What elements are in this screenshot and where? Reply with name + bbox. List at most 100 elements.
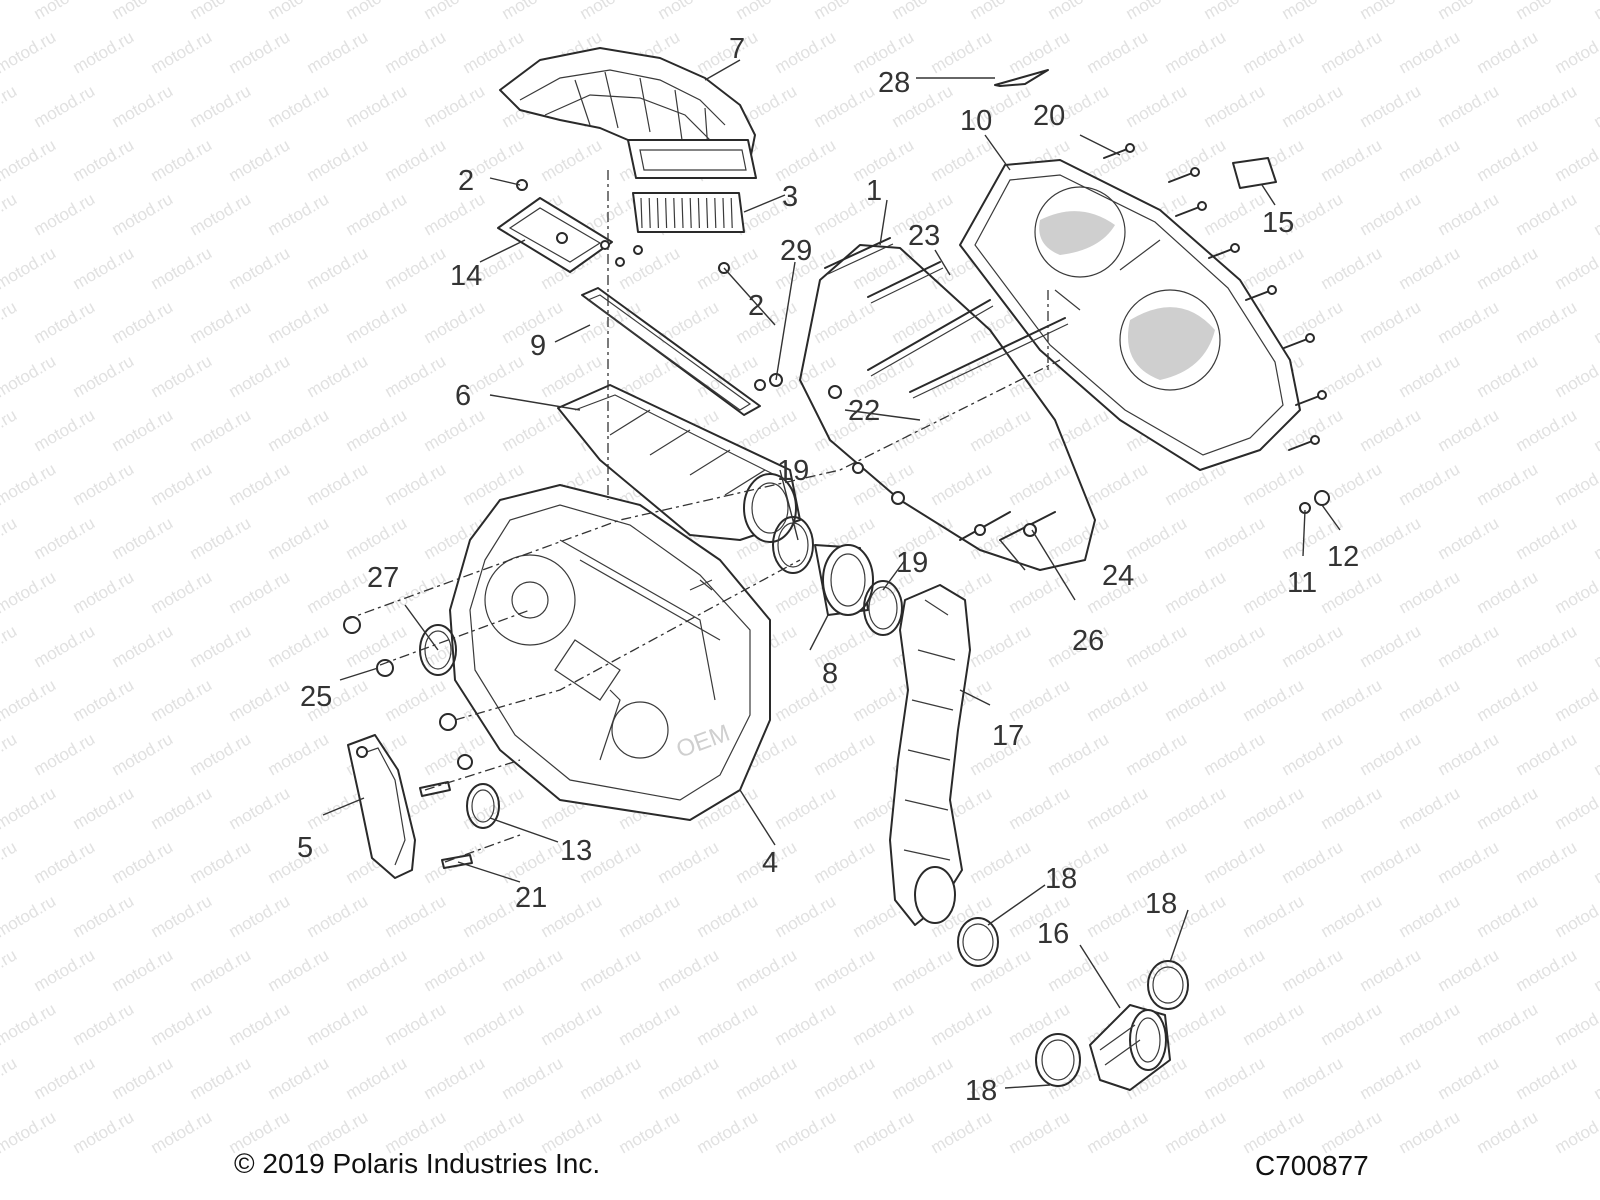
callout-12: 12 — [1327, 541, 1359, 573]
watermark-text: motod.ru — [889, 945, 957, 995]
watermark-text: motod.ru — [265, 621, 333, 671]
watermark-text: motod.ru — [850, 135, 918, 185]
watermark-text: motod.ru — [343, 297, 411, 347]
watermark-text: motod.ru — [304, 243, 372, 293]
callout-18a: 18 — [1045, 863, 1077, 895]
watermark-text: motod.ru — [421, 297, 489, 347]
watermark-text: motod.ru — [382, 675, 450, 725]
watermark-text: motod.ru — [1552, 351, 1600, 401]
watermark-text: motod.ru — [1240, 891, 1308, 941]
screen-slot — [722, 197, 725, 229]
watermark-text: motod.ru — [187, 1053, 255, 1103]
screen-slot — [665, 197, 668, 229]
watermark-text: motod.ru — [226, 135, 294, 185]
watermark-text: motod.ru — [0, 1053, 20, 1103]
watermark-text: motod.ru — [577, 1053, 645, 1103]
watermark-text: motod.ru — [499, 837, 567, 887]
watermark-text: motod.ru — [1318, 135, 1386, 185]
watermark-text: motod.ru — [1552, 1107, 1600, 1157]
watermark-text: motod.ru — [1552, 783, 1600, 833]
watermark-text: motod.ru — [1318, 783, 1386, 833]
watermark-text: motod.ru — [187, 513, 255, 563]
watermark-text: motod.ru — [1513, 945, 1581, 995]
screen-slot — [640, 197, 643, 229]
watermark-text: motod.ru — [382, 891, 450, 941]
watermark-text: motod.ru — [226, 243, 294, 293]
watermark-text: motod.ru — [0, 297, 20, 347]
watermark-text: motod.ru — [1435, 405, 1503, 455]
watermark-text: motod.ru — [148, 27, 216, 77]
callout-7: 7 — [729, 33, 745, 65]
watermark-text: motod.ru — [148, 351, 216, 401]
watermark-text: motod.ru — [1318, 675, 1386, 725]
watermark-text: motod.ru — [1513, 729, 1581, 779]
watermark-text: motod.ru — [850, 999, 918, 1049]
watermark-text: motod.ru — [655, 1053, 723, 1103]
watermark-text: motod.ru — [31, 513, 99, 563]
watermark-text: motod.ru — [1162, 27, 1230, 77]
callout-21: 21 — [515, 882, 547, 914]
watermark-text: motod.ru — [1045, 405, 1113, 455]
watermark-text: motod.ru — [304, 27, 372, 77]
screen-slot — [673, 197, 676, 229]
watermark-text: motod.ru — [1396, 783, 1464, 833]
watermark-text: motod.ru — [0, 729, 20, 779]
cover-bolt-head — [1267, 285, 1277, 295]
screen-slot — [656, 197, 659, 229]
watermark-text: motod.ru — [1084, 1107, 1152, 1157]
watermark-text: motod.ru — [304, 351, 372, 401]
watermark-text: motod.ru — [1435, 729, 1503, 779]
callout-26: 26 — [1072, 625, 1104, 657]
watermark-text: motod.ru — [0, 189, 20, 239]
watermark-text: motod.ru — [226, 891, 294, 941]
watermark-text: motod.ru — [1162, 675, 1230, 725]
watermark-text: motod.ru — [1474, 135, 1542, 185]
watermark-text: motod.ru — [1396, 999, 1464, 1049]
part-10-outer-cover — [959, 159, 1301, 471]
watermark-text: motod.ru — [1201, 1053, 1269, 1103]
watermark-text: motod.ru — [1318, 567, 1386, 617]
watermark-text: motod.ru — [850, 351, 918, 401]
watermark-text: motod.ru — [1591, 81, 1600, 131]
watermark-text: motod.ru — [772, 891, 840, 941]
watermark-text: motod.ru — [0, 405, 20, 455]
watermark-text: motod.ru — [1552, 135, 1600, 185]
watermark-text: motod.ru — [0, 81, 20, 131]
watermark-text: motod.ru — [226, 27, 294, 77]
callout-10: 10 — [960, 105, 992, 137]
watermark-text: motod.ru — [304, 999, 372, 1049]
watermark-text: motod.ru — [0, 945, 20, 995]
watermark-text: motod.ru — [187, 945, 255, 995]
watermark-text: motod.ru — [265, 405, 333, 455]
watermark-text: motod.ru — [0, 675, 59, 725]
watermark-text: motod.ru — [1435, 0, 1503, 23]
callout-24: 24 — [1102, 560, 1134, 592]
watermark-text: motod.ru — [733, 945, 801, 995]
watermark-text: motod.ru — [109, 189, 177, 239]
watermark-text: motod.ru — [343, 1053, 411, 1103]
watermark-text: motod.ru — [1279, 1053, 1347, 1103]
part-5-bracket — [347, 734, 416, 879]
watermark-text: motod.ru — [1552, 27, 1600, 77]
watermark-text: motod.ru — [304, 135, 372, 185]
watermark-text: motod.ru — [1396, 243, 1464, 293]
watermark-text: motod.ru — [616, 243, 684, 293]
watermark-text: motod.ru — [1474, 459, 1542, 509]
watermark-text: motod.ru — [1201, 513, 1269, 563]
watermark-text: motod.ru — [70, 351, 138, 401]
watermark-text: motod.ru — [0, 27, 59, 77]
callout-16: 16 — [1037, 918, 1069, 950]
watermark-text: motod.ru — [382, 459, 450, 509]
watermark-text: motod.ru — [109, 513, 177, 563]
watermark-text: motod.ru — [460, 27, 528, 77]
watermark-text: motod.ru — [421, 405, 489, 455]
watermark-text: motod.ru — [1552, 459, 1600, 509]
watermark-text: motod.ru — [0, 621, 20, 671]
watermark-text: motod.ru — [577, 297, 645, 347]
watermark-text: motod.ru — [1396, 135, 1464, 185]
watermark-text: motod.ru — [1591, 837, 1600, 887]
watermark-text: motod.ru — [538, 135, 606, 185]
callout-14: 14 — [450, 260, 482, 292]
